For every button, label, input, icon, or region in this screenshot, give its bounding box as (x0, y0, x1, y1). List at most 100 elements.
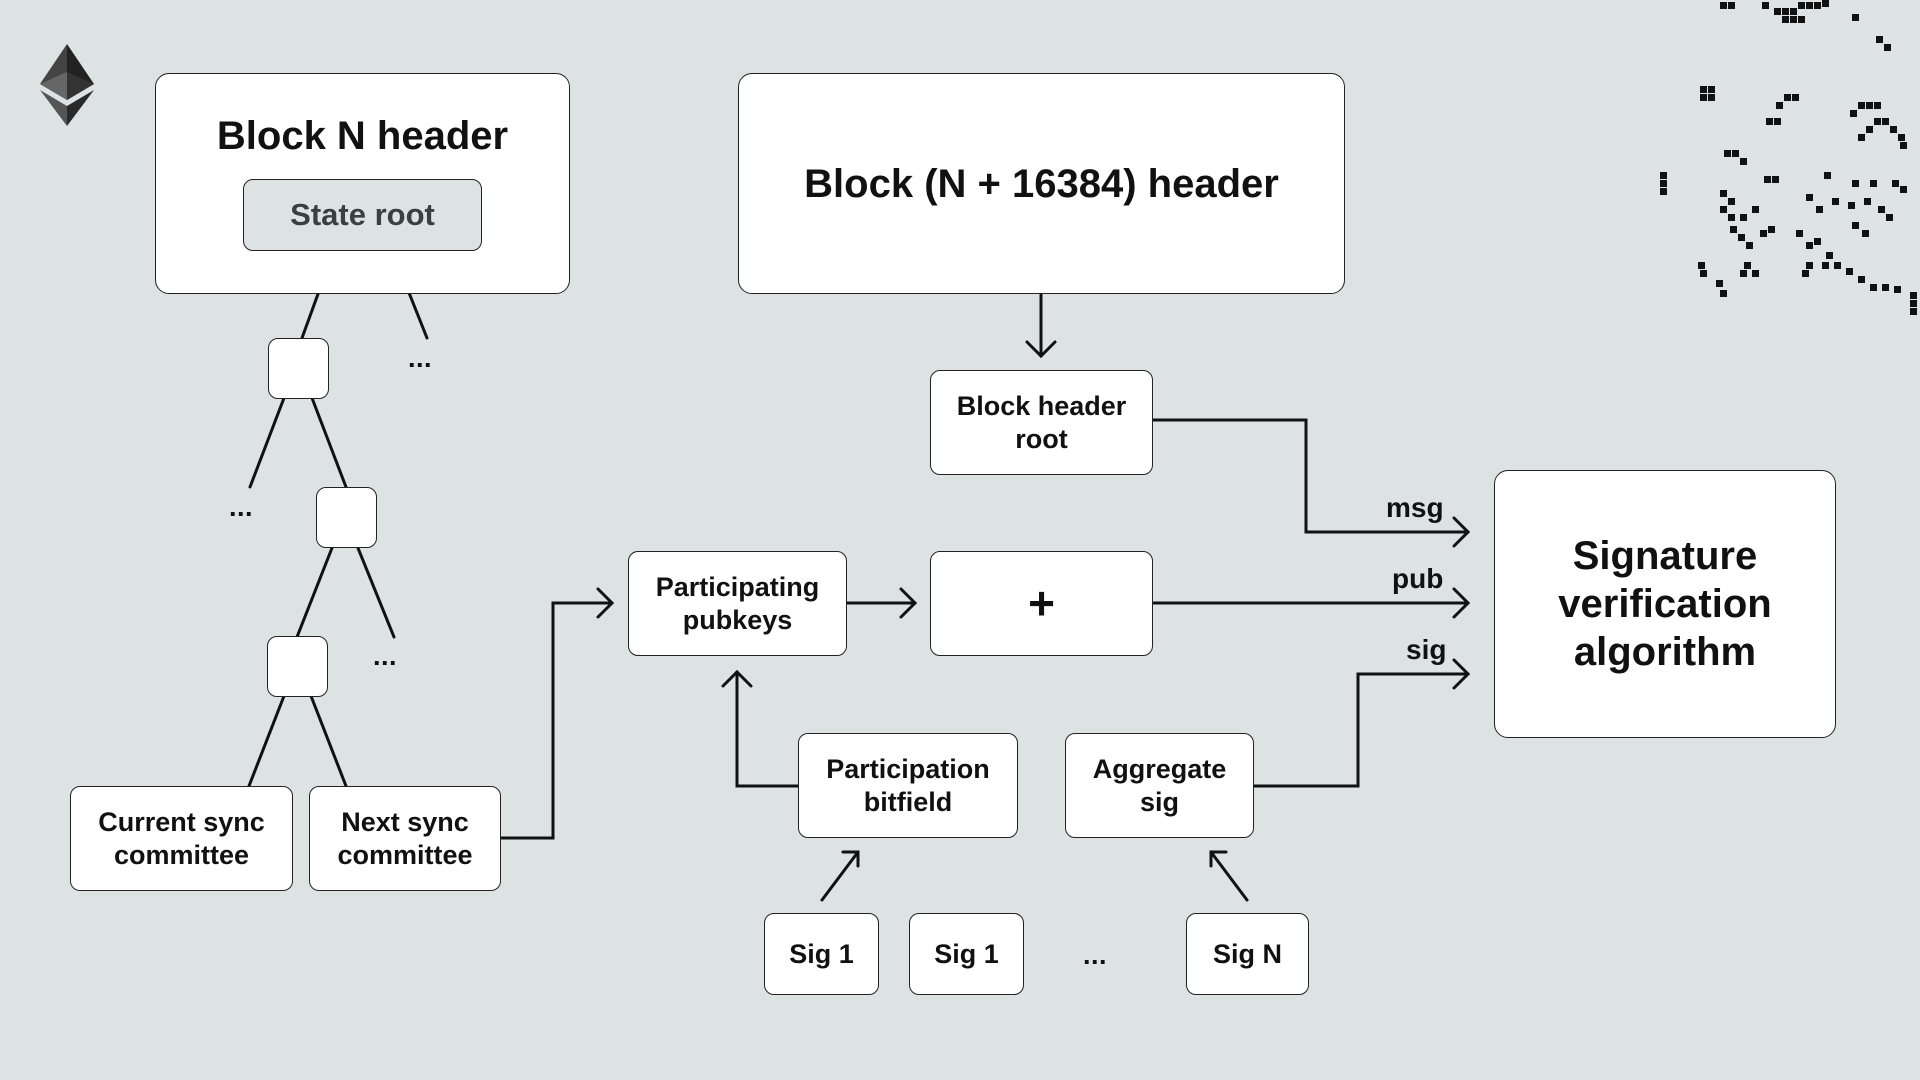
pixel-dot (1882, 284, 1889, 291)
pixel-dot (1728, 214, 1735, 221)
block-header-root-box: Block header root (930, 370, 1153, 475)
pixel-dot (1892, 180, 1899, 187)
pixel-dot (1716, 280, 1723, 287)
block-header-root-label: Block header root (956, 391, 1127, 454)
pixel-dot (1806, 262, 1813, 269)
pixel-dot (1700, 86, 1707, 93)
sig-n-box: Sig N (1186, 913, 1309, 995)
pixel-dot (1764, 176, 1771, 183)
next-sync-committee-box: Next sync committee (309, 786, 501, 891)
pixel-dot (1882, 118, 1889, 125)
sig-1-box: Sig 1 (764, 913, 879, 995)
pixel-dot (1708, 86, 1715, 93)
participation-bitfield-box: Participation bitfield (798, 733, 1018, 838)
pixel-dot (1846, 268, 1853, 275)
signature-verification-label: Signature verification algorithm (1558, 534, 1772, 674)
pixel-dot (1774, 8, 1781, 15)
pixel-dot (1752, 206, 1759, 213)
msg-edge-label: msg (1386, 492, 1444, 523)
pixel-dot (1730, 226, 1737, 233)
pixel-dot (1720, 190, 1727, 197)
pub-edge-label: pub (1392, 563, 1444, 594)
pixel-dot (1852, 180, 1859, 187)
signature-verification-box: Signature verification algorithm (1494, 470, 1836, 738)
pixel-dot (1798, 16, 1805, 23)
aggregate-sig-label: Aggregate sig (1092, 754, 1227, 817)
sig-1-box: Sig 1 (909, 913, 1024, 995)
pixel-dot (1910, 292, 1917, 299)
pixel-dot (1852, 14, 1859, 21)
pixel-dot (1864, 198, 1871, 205)
pixel-dot (1740, 214, 1747, 221)
pixel-dot (1806, 242, 1813, 249)
pixel-dot (1766, 118, 1773, 125)
pixel-dot (1752, 270, 1759, 277)
pixel-dot (1782, 16, 1789, 23)
tree-edge (356, 546, 396, 639)
pixel-dot (1806, 194, 1813, 201)
pixel-dot (1732, 150, 1739, 157)
arrow-sign-to-aggregate (1209, 850, 1249, 902)
pixel-dot (1720, 2, 1727, 9)
ellipsis: ... (1083, 940, 1108, 970)
next-sync-committee-label: Next sync committee (337, 807, 473, 870)
pixel-dot (1826, 252, 1833, 259)
arrow-sig1-to-bitfield (820, 850, 860, 902)
sig-1-label: Sig 1 (934, 938, 999, 969)
arrow-msg (1151, 418, 1470, 534)
pixel-dot (1724, 150, 1731, 157)
pixel-dot (1862, 230, 1869, 237)
pixel-dot (1870, 180, 1877, 187)
pixel-dot (1660, 180, 1667, 187)
pixel-dot (1796, 230, 1803, 237)
plus-operator-label: + (1028, 576, 1055, 629)
tree-edge (310, 396, 348, 489)
pixel-dot (1772, 176, 1779, 183)
pixel-dot (1784, 94, 1791, 101)
pixel-dot (1720, 206, 1727, 213)
tree-edge (248, 396, 286, 489)
block-n16384-header-box: Block (N + 16384) header (738, 73, 1345, 294)
pixel-dot (1700, 94, 1707, 101)
pixel-dot (1910, 300, 1917, 307)
tree-node (268, 338, 329, 399)
pixel-dot (1866, 102, 1873, 109)
pixel-dot (1720, 290, 1727, 297)
pixel-dot (1700, 270, 1707, 277)
pixel-dot (1814, 2, 1821, 9)
pixel-dot (1738, 234, 1745, 241)
pixel-dot (1660, 188, 1667, 195)
pixel-dot (1890, 126, 1897, 133)
pixel-dot (1768, 226, 1775, 233)
pixel-dot (1822, 262, 1829, 269)
pixel-dot (1858, 134, 1865, 141)
arrow-bitfield-to-pubkeys (735, 670, 800, 788)
pixel-dot (1884, 44, 1891, 51)
tree-node (267, 636, 328, 697)
pixel-dot (1816, 206, 1823, 213)
ellipsis: ... (408, 343, 433, 373)
sig-1-label: Sig 1 (789, 938, 854, 969)
pixel-dot (1876, 36, 1883, 43)
pixel-dot (1708, 94, 1715, 101)
pixel-dot (1824, 172, 1831, 179)
pixel-dot (1776, 102, 1783, 109)
pixel-dot (1866, 126, 1873, 133)
pixel-dot (1910, 308, 1917, 315)
pixel-dot (1744, 262, 1751, 269)
pixel-dot (1852, 222, 1859, 229)
aggregate-sig-box: Aggregate sig (1065, 733, 1254, 838)
pixel-dot (1900, 142, 1907, 149)
tree-edge (295, 546, 334, 639)
ellipsis: ... (229, 492, 254, 522)
pixel-dot (1858, 276, 1865, 283)
participating-pubkeys-box: Participating pubkeys (628, 551, 847, 656)
participating-pubkeys-label: Participating pubkeys (655, 572, 820, 635)
pixel-dot (1760, 230, 1767, 237)
ellipsis: ... (373, 641, 398, 671)
ethereum-logo-icon (40, 44, 94, 126)
pixel-dot (1834, 262, 1841, 269)
pixel-dot (1782, 8, 1789, 15)
current-sync-committee-box: Current sync committee (70, 786, 293, 891)
